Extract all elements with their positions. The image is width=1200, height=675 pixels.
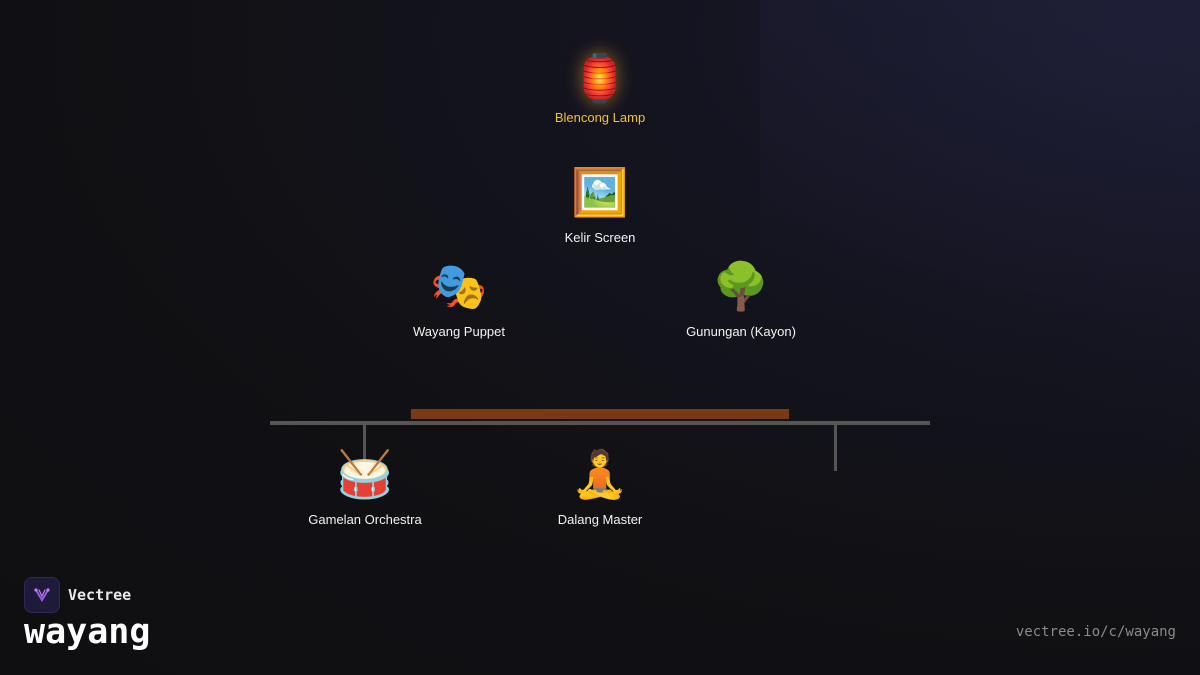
- node-blencong-lamp[interactable]: 🏮 Blencong Lamp: [555, 48, 645, 125]
- node-gunungan[interactable]: 🌳 Gunungan (Kayon): [686, 256, 796, 339]
- framed-picture-icon: 🖼️: [571, 165, 629, 219]
- node-gamelan-orchestra[interactable]: 🥁 Gamelan Orchestra: [308, 444, 421, 527]
- rail-post-left: [363, 424, 366, 464]
- stage-rail: [270, 421, 930, 425]
- brand[interactable]: Vectree: [24, 577, 131, 613]
- page-url[interactable]: vectree.io/c/wayang: [1015, 624, 1176, 640]
- node-kelir-screen[interactable]: 🖼️ Kelir Screen: [565, 162, 636, 245]
- stage-bar: [411, 409, 789, 419]
- page-title: wayang: [24, 612, 151, 652]
- background-glow: [760, 0, 1200, 500]
- theater-masks-icon: 🎭: [430, 259, 488, 313]
- node-dalang-master[interactable]: 🧘 Dalang Master: [558, 444, 643, 527]
- tree-icon: 🌳: [712, 259, 770, 313]
- meditating-person-icon: 🧘: [571, 447, 629, 501]
- node-label: Dalang Master: [557, 512, 643, 527]
- drum-icon: 🥁: [336, 447, 394, 501]
- vectree-logo-icon: [24, 577, 60, 613]
- node-label: Gunungan (Kayon): [686, 324, 796, 339]
- node-label: Gamelan Orchestra: [308, 512, 422, 527]
- node-label: Wayang Puppet: [412, 324, 506, 339]
- node-label: Kelir Screen: [564, 230, 636, 245]
- lantern-icon: 🏮: [571, 51, 629, 105]
- node-wayang-puppet[interactable]: 🎭 Wayang Puppet: [413, 256, 505, 339]
- rail-post-right: [834, 424, 837, 471]
- node-label: Blencong Lamp: [554, 110, 646, 125]
- brand-name: Vectree: [68, 586, 132, 604]
